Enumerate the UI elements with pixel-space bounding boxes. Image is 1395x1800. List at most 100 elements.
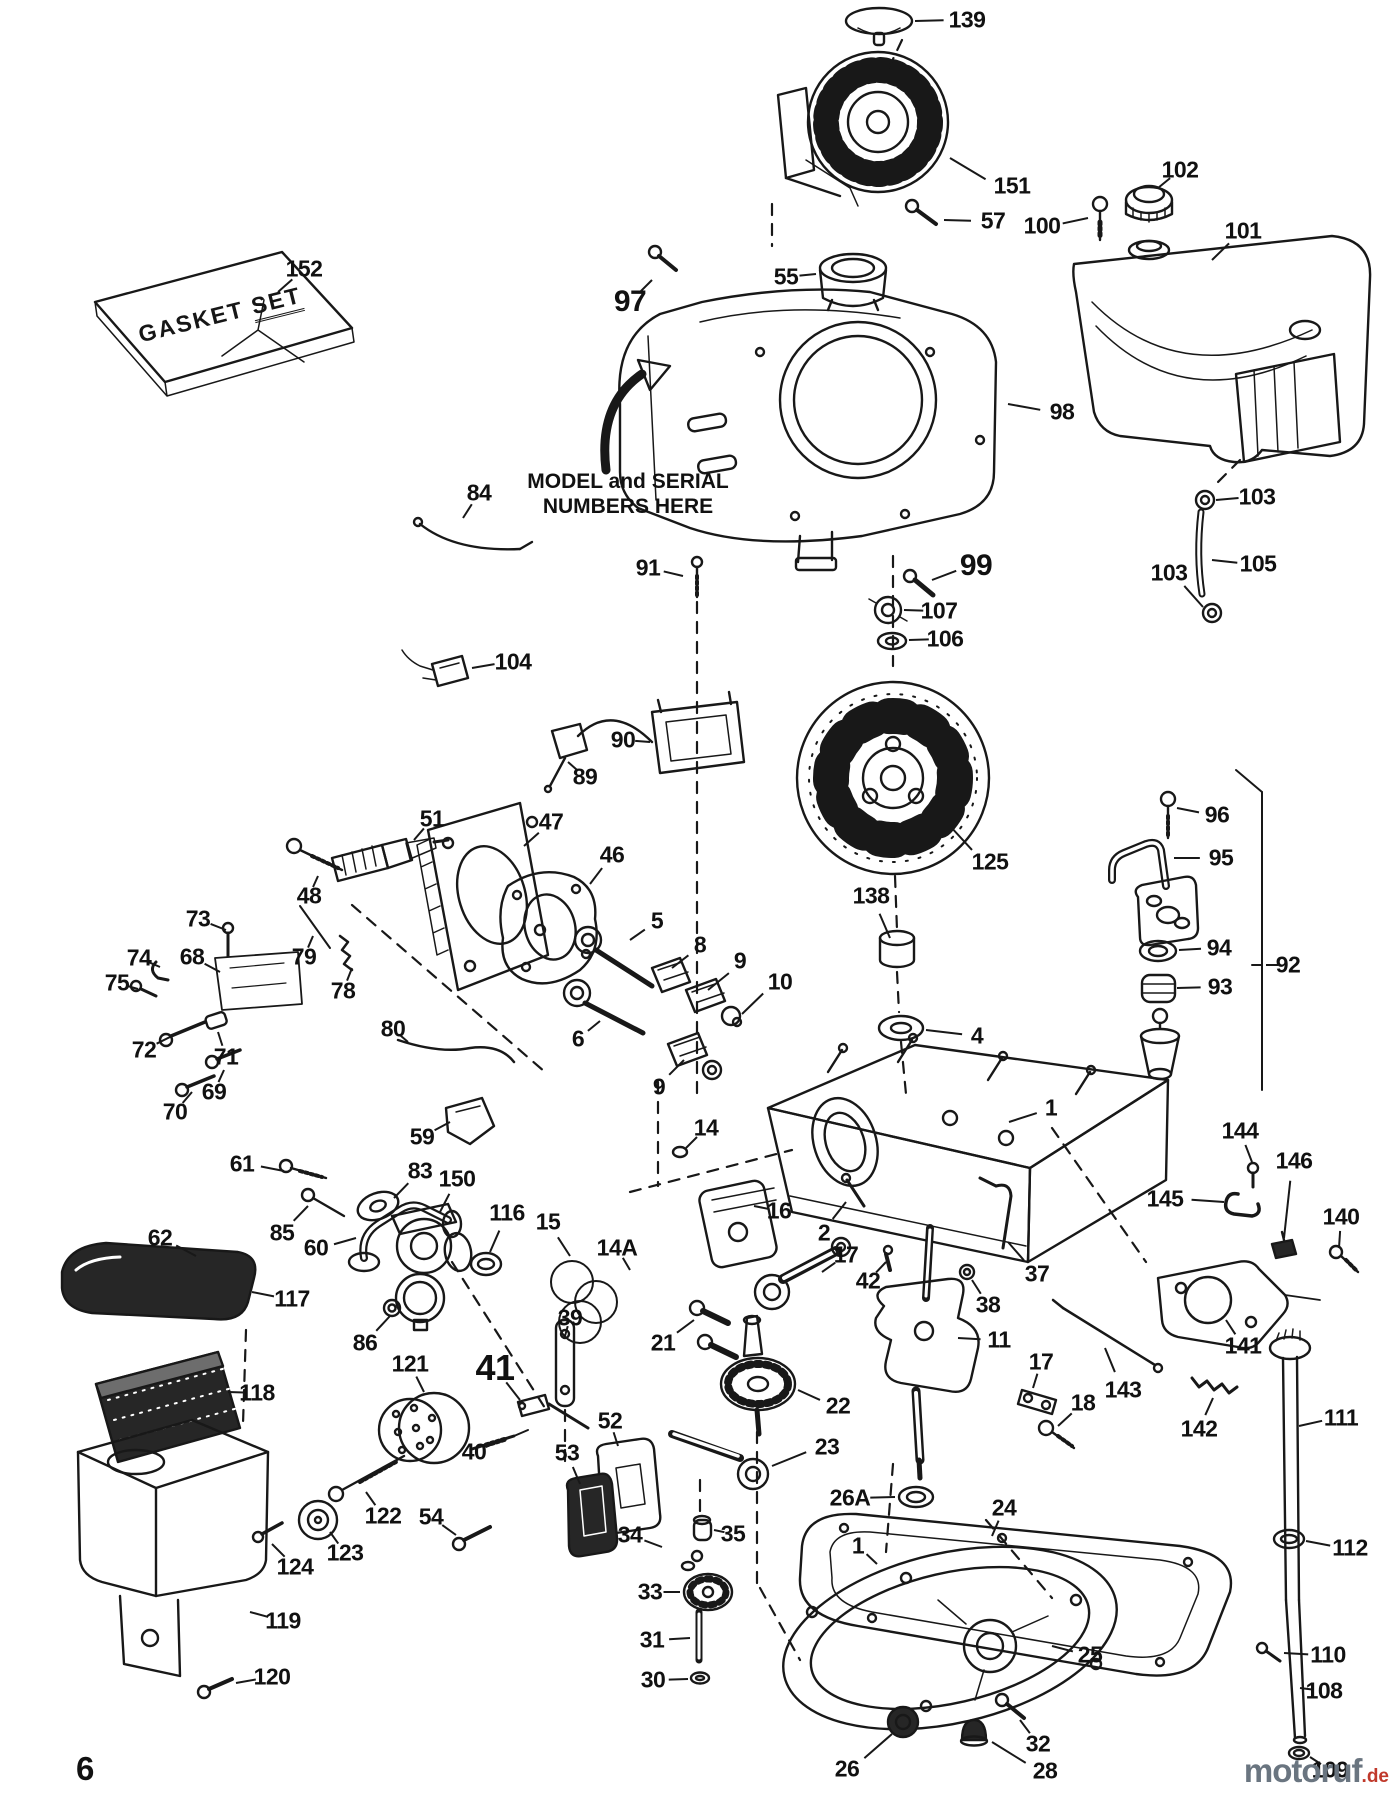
part-label-5: 5	[650, 907, 664, 934]
bolt-122	[327, 1454, 406, 1503]
part-label-110: 110	[1310, 1641, 1346, 1668]
part-label-48: 48	[296, 882, 322, 909]
fuel-tank-101	[1072, 234, 1372, 464]
leader-line-116	[489, 1230, 501, 1253]
part-label-117: 117	[274, 1285, 310, 1312]
leader-line-112	[1305, 1540, 1331, 1547]
ring-109	[1287, 1745, 1311, 1761]
part-label-123: 123	[326, 1539, 364, 1566]
clip-38	[958, 1263, 976, 1281]
leader-line-120	[235, 1678, 256, 1684]
part-label-28: 28	[1032, 1757, 1058, 1784]
leader-line-61	[260, 1165, 285, 1172]
leader-line-9	[707, 972, 730, 991]
part-label-69: 69	[201, 1078, 227, 1105]
leader-line-41	[505, 1381, 521, 1401]
part-label-9: 9	[733, 947, 747, 974]
clevis-17	[1016, 1388, 1058, 1416]
leader-line-38	[971, 1279, 982, 1295]
leader-line-14	[685, 1136, 698, 1149]
part-label-33: 33	[637, 1578, 663, 1605]
part-label-151: 151	[993, 172, 1031, 199]
air-filter-118	[94, 1350, 242, 1464]
leader-line-53	[571, 1466, 581, 1485]
part-label-53: 53	[554, 1439, 580, 1466]
part-label-122: 122	[364, 1502, 402, 1529]
pin-42	[882, 1244, 894, 1272]
leader-line-9	[668, 1059, 685, 1076]
part-label-47: 47	[538, 808, 564, 835]
governor-rod-37	[978, 1176, 1013, 1250]
block-146	[1270, 1230, 1298, 1260]
part-label-75: 75	[104, 969, 130, 996]
cylinder-head-47	[416, 801, 550, 992]
part-label-30: 30	[640, 1666, 666, 1693]
part-label-72: 72	[131, 1036, 157, 1063]
part-label-93: 93	[1207, 973, 1233, 1000]
pin-99	[902, 568, 936, 598]
spark-plug-boot-89	[543, 722, 589, 794]
leader-line-150	[439, 1193, 451, 1213]
part-label-4: 4	[970, 1022, 984, 1049]
part-label-6: 6	[571, 1025, 585, 1052]
part-label-100: 100	[1023, 212, 1061, 239]
leader-line-35	[713, 1529, 725, 1534]
leader-line-69	[217, 1069, 225, 1083]
part-label-52: 52	[597, 1407, 623, 1434]
crankshaft-11	[874, 1224, 980, 1481]
clip-145	[1223, 1191, 1261, 1218]
screw-91	[690, 555, 704, 599]
leader-line-57	[943, 219, 972, 222]
leader-line-78	[346, 967, 353, 982]
leader-line-99	[931, 569, 957, 581]
leader-line-14A	[621, 1257, 631, 1271]
model-serial-line2: NUMBERS HERE	[542, 495, 714, 518]
tappets-21	[688, 1299, 739, 1360]
part-label-18: 18	[1070, 1389, 1096, 1416]
part-label-99: 99	[959, 549, 993, 582]
model-serial-line1: MODEL and SERIAL	[527, 469, 729, 493]
bolt-100	[1091, 195, 1109, 242]
part-label-32: 32	[1025, 1730, 1051, 1757]
leader-line-106	[908, 638, 929, 641]
leader-line-83	[393, 1182, 410, 1199]
fuel-cap-102	[1124, 184, 1174, 223]
leader-line-26	[863, 1733, 893, 1759]
part-label-111: 111	[1323, 1404, 1359, 1431]
leader-line-118	[227, 1391, 244, 1394]
part-label-92: 92	[1275, 951, 1301, 978]
starter-cup-55	[818, 252, 888, 312]
part-label-68: 68	[179, 943, 205, 970]
ring-26A	[897, 1485, 935, 1509]
leader-line-91	[663, 570, 684, 577]
leader-line-30	[668, 1678, 689, 1681]
leader-line-97	[639, 279, 653, 293]
part-label-54: 54	[418, 1503, 444, 1530]
part-label-17: 17	[833, 1241, 859, 1268]
part-label-145: 145	[1146, 1185, 1184, 1212]
part-label-118: 118	[239, 1379, 275, 1406]
leader-line-107	[903, 609, 924, 612]
leader-line-71	[217, 1031, 224, 1047]
part-label-42: 42	[855, 1267, 881, 1294]
screw-144	[1246, 1161, 1260, 1189]
part-label-8: 8	[693, 931, 707, 958]
o-ring-116	[469, 1251, 503, 1277]
part-label-139: 139	[948, 6, 986, 33]
stud-2	[840, 1172, 866, 1208]
leader-line-21	[676, 1319, 695, 1334]
leader-line-73	[210, 923, 227, 931]
leader-line-110	[1283, 1652, 1309, 1656]
leader-line-89	[567, 761, 579, 771]
starter-handle	[844, 6, 914, 47]
leader-line-6	[587, 1020, 601, 1032]
part-label-116: 116	[489, 1199, 525, 1226]
part-label-103: 103	[1238, 483, 1276, 510]
part-label-103: 103	[1150, 559, 1188, 586]
recoil-starter	[776, 50, 950, 207]
part-label-22: 22	[825, 1392, 851, 1419]
part-label-83: 83	[407, 1157, 433, 1184]
leader-line-103	[1215, 497, 1239, 501]
part-label-74: 74	[126, 944, 152, 971]
